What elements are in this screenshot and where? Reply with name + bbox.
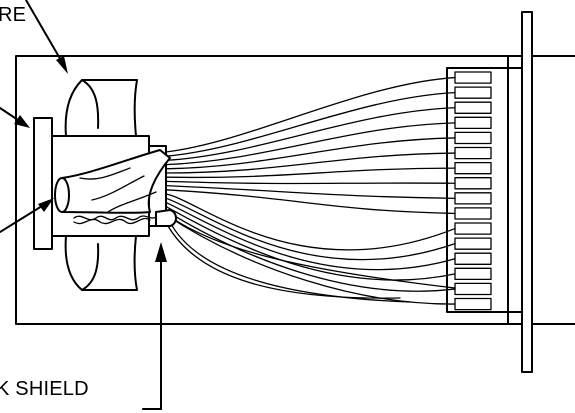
leader-cable [0, 198, 54, 233]
wire [165, 201, 456, 271]
wire [165, 189, 456, 215]
wire [165, 152, 456, 174]
wire [171, 217, 456, 289]
leader-shield [142, 242, 167, 410]
cable-end [54, 177, 70, 213]
wire [167, 225, 401, 299]
leader-top-left [25, 0, 68, 74]
wire [165, 137, 456, 170]
wire [165, 107, 456, 162]
wire [165, 205, 456, 281]
right-flange [521, 11, 533, 373]
wire [165, 184, 456, 199]
wire [165, 193, 456, 251]
wire [169, 221, 411, 303]
clamp-top-ridge [81, 79, 100, 129]
wire [165, 214, 456, 305]
clamp-top-saddle [64, 79, 138, 137]
pin-cells [454, 71, 492, 311]
label-bottom-left: K SHIELD [0, 378, 89, 400]
flange-detail [507, 55, 523, 325]
clamp-bottom-ridge [81, 243, 100, 291]
wire-bundle [165, 76, 456, 305]
wire [165, 76, 456, 153]
label-top-left: RE [0, 4, 27, 26]
wire [165, 210, 456, 292]
enclosure-outline [15, 55, 575, 325]
wire [165, 167, 456, 179]
clamp-bottom-saddle [64, 235, 138, 291]
wire [165, 92, 456, 157]
pin-block [446, 67, 509, 313]
back-plate [33, 117, 53, 250]
shield-drain-stub [155, 209, 177, 227]
wire [165, 197, 456, 261]
wire [165, 180, 456, 185]
braid-shield-twist-2 [73, 217, 151, 225]
braid-shield-twist [73, 215, 159, 221]
wire [165, 122, 456, 166]
braid-detail [79, 167, 157, 213]
leader-left-plate [0, 107, 30, 128]
